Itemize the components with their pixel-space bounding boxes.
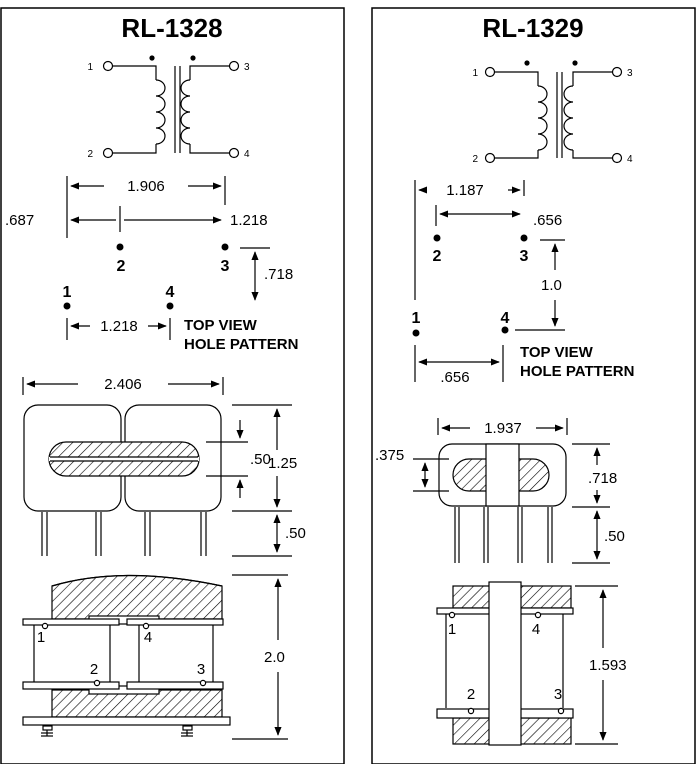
transformer-schematic	[484, 60, 623, 164]
caption-hole-pattern: HOLE PATTERN	[184, 336, 298, 353]
panel-border	[0, 7, 345, 764]
dim-core-height: .50	[250, 451, 271, 468]
side-pin-label: 3	[197, 661, 205, 678]
hole-pin-label: 3	[520, 248, 529, 265]
dim-pin-length: .50	[285, 525, 306, 542]
dim-body-height: .718	[588, 470, 617, 487]
dim-right-span: 1.218	[230, 212, 268, 229]
panel-border	[371, 7, 696, 764]
dim-pin-length: .50	[604, 528, 625, 545]
side-view	[22, 574, 288, 740]
side-pin-label: 4	[144, 629, 152, 646]
dim-overall-span: 1.187	[446, 182, 484, 199]
dim-core-height: .375	[375, 447, 404, 464]
caption-hole-pattern: HOLE PATTERN	[520, 363, 634, 380]
hole-pin-label: 1	[63, 284, 72, 301]
dim-left-offset: .687	[5, 212, 34, 229]
hole-pin-label: 4	[166, 284, 175, 301]
caption-top-view: TOP VIEW	[184, 317, 258, 334]
dim-bottom-span: .656	[440, 369, 469, 386]
panel-rl-1328: RL-1328 1 2 3 4	[0, 7, 345, 764]
hole-pin-label: 2	[117, 258, 126, 275]
hole-pattern	[412, 180, 565, 382]
hole-pin-label: 3	[221, 258, 230, 275]
transformer-schematic	[102, 55, 240, 159]
schematic-pin-label: 1	[472, 68, 478, 79]
side-pin-label: 4	[532, 621, 540, 638]
dim-bottom-span: 1.218	[100, 318, 138, 335]
caption-top-view: TOP VIEW	[520, 344, 594, 361]
dim-body-width: 1.937	[484, 420, 522, 437]
dim-side-height: 1.593	[589, 657, 627, 674]
side-pin-label: 1	[448, 621, 456, 638]
schematic-pin-label: 3	[244, 62, 250, 73]
schematic-pin-label: 2	[87, 149, 93, 160]
schematic-pin-label: 1	[87, 62, 93, 73]
side-pin-label: 2	[467, 686, 475, 703]
schematic-pin-label: 2	[472, 154, 478, 165]
panel-rl-1329: RL-1329 1 2 3 4	[371, 7, 696, 764]
panel-title: RL-1328	[121, 13, 222, 43]
dim-side-height: 2.0	[264, 649, 285, 666]
schematic-pin-label: 3	[627, 68, 633, 79]
front-view	[22, 377, 292, 557]
front-view	[413, 418, 610, 564]
schematic-pin-label: 4	[244, 149, 250, 160]
dim-row-offset: .718	[264, 266, 293, 283]
dim-right-offset: .656	[533, 212, 562, 229]
side-pin-label: 1	[37, 629, 45, 646]
dim-column-height: 1.0	[541, 277, 562, 294]
hole-pin-label: 4	[501, 310, 510, 327]
dim-overall-span: 1.906	[127, 178, 165, 195]
dim-body-width: 2.406	[104, 376, 142, 393]
hole-pin-label: 1	[412, 310, 421, 327]
panel-title: RL-1329	[482, 13, 583, 43]
side-pin-label: 3	[554, 686, 562, 703]
schematic-pin-label: 4	[627, 154, 633, 165]
hole-pattern	[63, 176, 270, 340]
side-view	[436, 581, 618, 746]
dim-body-height: 1.25	[268, 455, 297, 472]
side-pin-label: 2	[90, 661, 98, 678]
hole-pin-label: 2	[433, 248, 442, 265]
